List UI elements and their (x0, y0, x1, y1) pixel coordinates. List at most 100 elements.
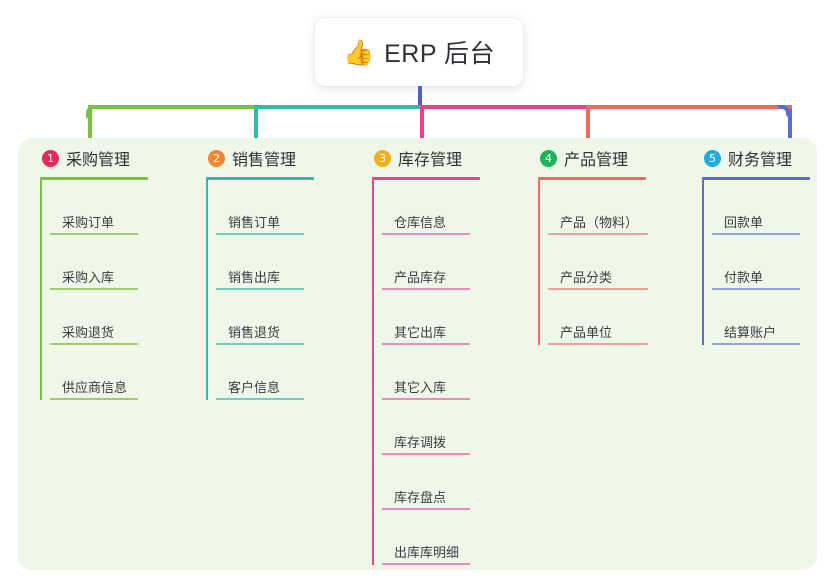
branch-items: 回款单付款单结算账户 (702, 180, 810, 345)
branch-item-underline (216, 288, 304, 290)
branch-item-underline (382, 508, 470, 510)
branch-item-label: 其它出库 (394, 325, 447, 340)
branch-item-underline (216, 343, 304, 345)
branch-item-underline (50, 288, 138, 290)
branch-item-label: 库存盘点 (394, 490, 447, 505)
branch-item-label: 销售退货 (228, 325, 281, 340)
branch-item[interactable]: 销售出库 (216, 235, 314, 290)
branch-item-underline (712, 233, 800, 235)
branch-number-badge: 1 (42, 149, 59, 167)
branch-item-label: 回款单 (724, 215, 764, 230)
branch-header-underline (206, 177, 314, 180)
branch-spine (206, 180, 208, 400)
branch-item[interactable]: 产品库存 (382, 235, 480, 290)
branch-items: 产品（物料） 产品分类产品单位 (538, 180, 648, 345)
branch-item[interactable]: 产品单位 (548, 290, 648, 345)
branch-item[interactable]: 回款单 (712, 180, 810, 235)
branch-item-underline (216, 233, 304, 235)
branch-item-label: 产品单位 (560, 325, 613, 340)
branch-number-badge: 3 (374, 149, 391, 167)
branch-item[interactable]: 库存盘点 (382, 455, 480, 510)
branch-item-label: 产品分类 (560, 270, 613, 285)
branch-item-label: 仓库信息 (394, 215, 447, 230)
branch-item[interactable]: 仓库信息 (382, 180, 480, 235)
branch-item-underline (382, 453, 470, 455)
branch-spine (40, 180, 42, 400)
branch-header-5[interactable]: 5 财务管理 (702, 146, 810, 170)
branch-item-underline (548, 288, 648, 290)
branch-item-underline (382, 288, 470, 290)
branch-header-underline (40, 177, 148, 180)
branch-item-underline (548, 343, 648, 345)
root-node[interactable]: 👍 ERP 后台 (315, 18, 523, 86)
branch-item[interactable]: 客户信息 (216, 345, 314, 400)
branch-item-underline (216, 398, 304, 400)
branch-item-underline (50, 343, 138, 345)
thumbs-up-icon: 👍 (342, 37, 375, 67)
bus-segment-3 (420, 105, 590, 109)
branch-item[interactable]: 供应商信息 (50, 345, 148, 400)
branch-item-underline (382, 233, 470, 235)
branch-column-5: 5 财务管理回款单付款单结算账户 (702, 146, 810, 345)
bus-segment-2 (254, 105, 424, 109)
branch-item-label: 销售出库 (228, 270, 281, 285)
branch-header-underline (702, 177, 810, 180)
root-title: ERP 后台 (384, 40, 496, 68)
branch-item-underline (382, 343, 470, 345)
branch-number-badge: 4 (540, 149, 557, 167)
branch-item[interactable]: 结算账户 (712, 290, 810, 345)
branch-item-label: 产品库存 (394, 270, 447, 285)
branch-item[interactable]: 其它入库 (382, 345, 480, 400)
branch-item-label: 销售订单 (228, 215, 281, 230)
branch-item[interactable]: 付款单 (712, 235, 810, 290)
branch-title: 销售管理 (232, 152, 297, 169)
branch-item-label: 采购退货 (62, 325, 115, 340)
branch-header-underline (372, 177, 480, 180)
branch-item[interactable]: 销售订单 (216, 180, 314, 235)
branch-drop-4 (586, 109, 590, 141)
branch-item[interactable]: 其它出库 (382, 290, 480, 345)
branch-spine (372, 180, 374, 565)
branch-item[interactable]: 采购订单 (50, 180, 148, 235)
branch-item-label: 库存调拨 (394, 435, 447, 450)
branch-item[interactable]: 产品（物料） (548, 180, 648, 235)
branch-item-underline (548, 233, 648, 235)
branch-item[interactable]: 产品分类 (548, 235, 648, 290)
branches-panel (18, 138, 817, 570)
branch-items: 仓库信息产品库存其它出库其它入库库存调拨库存盘点出库库明细 (372, 180, 480, 565)
branch-item[interactable]: 出库库明细 (382, 510, 480, 565)
branch-item[interactable]: 库存调拨 (382, 400, 480, 455)
branch-items: 采购订单采购入库采购退货供应商信息 (40, 180, 148, 400)
root-stem-connector (418, 86, 422, 108)
branch-item[interactable]: 采购退货 (50, 290, 148, 345)
branch-item-label: 出库库明细 (394, 545, 460, 560)
branch-item-underline (50, 233, 138, 235)
branch-item-label: 结算账户 (724, 325, 777, 340)
branch-items: 销售订单销售出库销售退货客户信息 (206, 180, 314, 400)
branch-drop-2 (254, 109, 258, 141)
branch-title: 财务管理 (728, 152, 793, 169)
branch-item-underline (712, 288, 800, 290)
branch-item-label: 其它入库 (394, 380, 447, 395)
branch-header-underline (538, 177, 646, 180)
branch-drop-3 (420, 109, 424, 141)
branch-item-label: 采购订单 (62, 215, 115, 230)
branch-item-label: 付款单 (724, 270, 764, 285)
branch-item-underline (712, 343, 800, 345)
branch-item[interactable]: 采购入库 (50, 235, 148, 290)
branch-spine (538, 180, 540, 345)
bus-segment-1 (88, 105, 258, 109)
branch-item-label: 客户信息 (228, 380, 281, 395)
branch-number-badge: 5 (704, 149, 721, 167)
branch-item[interactable]: 销售退货 (216, 290, 314, 345)
branch-item-underline (382, 563, 470, 565)
branch-drop-5 (788, 109, 792, 141)
